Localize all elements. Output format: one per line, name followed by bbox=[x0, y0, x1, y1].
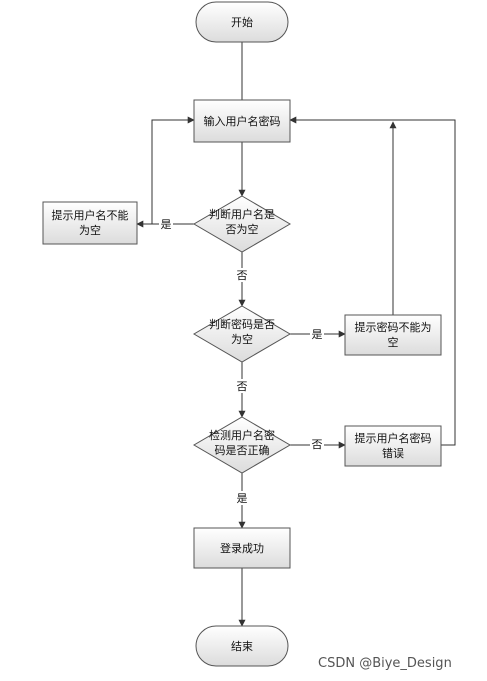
check-username-line2: 否为空 bbox=[226, 222, 259, 236]
check-username-decision: 判断用户名是 否为空 bbox=[193, 195, 291, 253]
end-node: 结束 bbox=[195, 625, 289, 667]
check-password-line1: 判断密码是否 bbox=[209, 317, 275, 331]
verify-credentials-line2: 码是否正确 bbox=[215, 444, 270, 457]
warn-username-line2: 为空 bbox=[79, 223, 101, 237]
warn-wrong-credentials-node: 提示用户名密码 错误 bbox=[344, 425, 442, 467]
input-credentials-label: 输入用户名密码 bbox=[204, 114, 281, 128]
end-label: 结束 bbox=[231, 640, 253, 653]
check-password-decision: 判断密码是否 为空 bbox=[193, 305, 291, 363]
label-user-empty-no: 否 bbox=[237, 269, 248, 282]
warn-username-line1: 提示用户名不能 bbox=[52, 208, 129, 222]
login-success-node: 登录成功 bbox=[193, 527, 291, 569]
login-success-label: 登录成功 bbox=[220, 541, 264, 555]
verify-credentials-line1: 检测用户名密 bbox=[209, 428, 275, 442]
warn-wrong-line1: 提示用户名密码 bbox=[355, 431, 432, 445]
watermark: CSDN @Biye_Design bbox=[318, 656, 452, 671]
label-pwd-empty-no: 否 bbox=[237, 380, 248, 393]
check-password-line2: 为空 bbox=[231, 332, 253, 346]
warn-password-line1: 提示密码不能为 bbox=[355, 320, 432, 334]
verify-credentials-decision: 检测用户名密 码是否正确 bbox=[193, 416, 291, 474]
start-node: 开始 bbox=[195, 1, 289, 43]
warn-username-node: 提示用户名不能 为空 bbox=[42, 201, 138, 245]
edge-warnuser-input bbox=[151, 116, 195, 224]
input-credentials-node: 输入用户名密码 bbox=[193, 99, 291, 143]
warn-wrong-line2: 错误 bbox=[382, 446, 404, 460]
label-pwd-empty-yes: 是 bbox=[312, 328, 323, 341]
warn-password-line2: 空 bbox=[388, 335, 399, 349]
label-verify-no: 否 bbox=[312, 438, 323, 451]
label-user-empty-yes: 是 bbox=[161, 218, 172, 231]
label-verify-yes: 是 bbox=[237, 492, 248, 505]
edge-warnwrong-input bbox=[289, 116, 456, 446]
check-username-line1: 判断用户名是 bbox=[209, 207, 275, 221]
start-label: 开始 bbox=[231, 15, 253, 29]
warn-password-node: 提示密码不能为 空 bbox=[344, 314, 442, 356]
